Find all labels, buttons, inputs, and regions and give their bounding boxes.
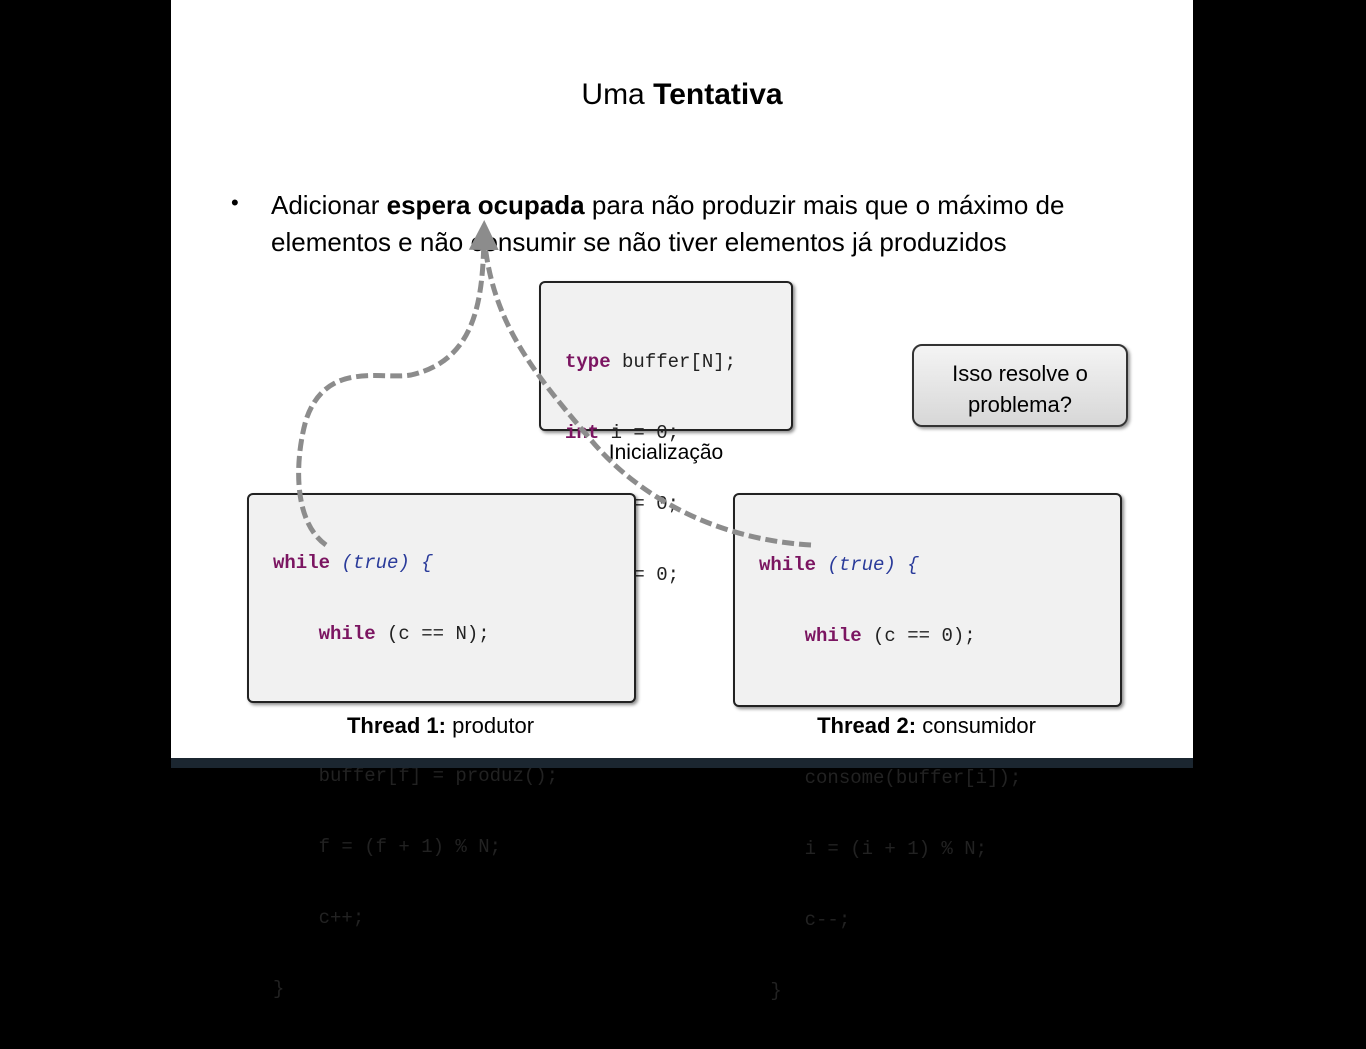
title-bold: Tentativa xyxy=(653,78,783,111)
code-text: (c == 0); xyxy=(861,625,976,647)
keyword: while xyxy=(804,625,862,647)
bullet-bold: espera ocupada xyxy=(386,190,585,220)
code-line: while (c == 0); xyxy=(759,623,1021,650)
bottom-strip xyxy=(171,758,1193,768)
caption-text: consumidor xyxy=(922,713,1036,738)
question-callout: Isso resolve o problema? xyxy=(912,344,1128,427)
keyword: type xyxy=(565,351,611,373)
code-line: while (true) { xyxy=(759,552,1021,579)
caption-bold: Thread 2: xyxy=(817,713,917,738)
code-line: } xyxy=(759,980,782,1002)
code-line: c--; xyxy=(759,909,851,931)
code-line: } xyxy=(273,978,285,1000)
code-line: consome(buffer[i]); xyxy=(759,767,1022,789)
keyword: while xyxy=(759,554,817,576)
bullet-pre: Adicionar xyxy=(271,190,380,220)
keyword: while xyxy=(318,623,376,645)
producer-code: while (true) { while (c == N); buffer[f]… xyxy=(273,506,558,1047)
code-line: while (c == N); xyxy=(273,621,558,648)
caption-text: produtor xyxy=(452,713,535,738)
keyword: while xyxy=(273,552,331,574)
consumer-code-box: while (true) { while (c == 0); consome(b… xyxy=(733,493,1122,1002)
consumer-code: while (true) { while (c == 0); consome(b… xyxy=(759,508,1021,1049)
caption-bold: Thread 1: xyxy=(346,713,446,738)
title-plain: Uma xyxy=(581,78,645,111)
code-line: i = (i + 1) % N; xyxy=(759,838,988,860)
literal: (true) { xyxy=(827,554,919,576)
code-text: buffer[N]; xyxy=(610,351,737,373)
slide: Uma Tentativa • Adicionar espera ocupada… xyxy=(171,0,1193,1002)
code-text: (c == N); xyxy=(375,623,490,645)
code-line: while (true) { xyxy=(273,550,558,577)
init-label: Inicialização xyxy=(608,441,724,464)
literal: (true) { xyxy=(341,552,433,574)
producer-caption: Thread 1: produtor xyxy=(247,713,634,739)
consumer-caption: Thread 2: consumidor xyxy=(733,713,1120,739)
code-line: type buffer[N]; xyxy=(565,349,736,376)
bullet-text: Adicionar espera ocupada para não produz… xyxy=(271,187,1151,261)
code-line: c++; xyxy=(273,907,365,929)
slide-title: Uma Tentativa xyxy=(171,78,1193,112)
producer-code-box: while (true) { while (c == N); buffer[f]… xyxy=(247,493,636,1000)
code-line: f = (f + 1) % N; xyxy=(273,836,502,858)
bullet-icon: • xyxy=(231,190,239,215)
init-code-box: type buffer[N]; int i = 0; int f = 0; in… xyxy=(539,281,793,586)
